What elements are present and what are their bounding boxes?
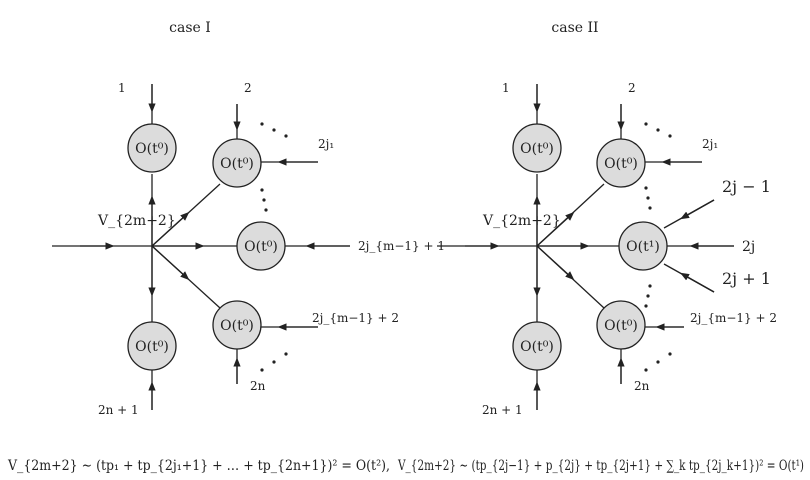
case-one-vertex-label: V_{2m+2}	[97, 213, 176, 229]
case-two-label-1: 1	[502, 81, 510, 95]
case-two-leg-2jp1-arrow	[680, 272, 715, 293]
case-one-dots-mid	[260, 188, 268, 212]
case-two-dots-mid	[644, 186, 652, 210]
case-one-node-bottom-label: O(t⁰)	[135, 339, 169, 355]
case-two-label-2jm1p2: 2j_{m−1} + 2	[690, 311, 777, 325]
case-one-dots-top	[260, 122, 288, 138]
case-two-title: case II	[551, 20, 598, 36]
case-one-lower-diag-arrow	[151, 245, 190, 281]
case-one-diagram: case I	[7, 20, 445, 474]
case-one-label-2: 2	[244, 81, 252, 95]
case-two-label-2j: 2j	[742, 239, 755, 255]
case-two-node-upper-right-label: O(t⁰)	[604, 156, 638, 172]
case-one-equation: V_{2m+2} ∼ (tp₁ + tp_{2j₁+1} + … + tp_{2…	[7, 458, 390, 474]
case-two-dots-bottom	[644, 352, 672, 372]
case-one-node-upper-right-label: O(t⁰)	[220, 156, 254, 172]
case-two-node-middle-right-label: O(t¹)	[626, 239, 660, 255]
case-one-label-2j1: 2j₁	[318, 137, 334, 151]
case-one-label-1: 1	[118, 81, 126, 95]
case-two-node-lower-right-label: O(t⁰)	[604, 318, 638, 334]
case-one-label-2n: 2n	[250, 379, 266, 393]
case-two-label-2np1: 2n + 1	[482, 403, 523, 417]
case-one-node-lower-right-label: O(t⁰)	[220, 318, 254, 334]
case-one-label-2jm1p1: 2j_{m−1} + 1	[358, 239, 445, 253]
case-two-label-2n: 2n	[634, 379, 650, 393]
case-two-vertex-label: V_{2m+2}	[482, 213, 561, 229]
case-two-node-upper-right	[596, 138, 646, 188]
case-two-lower-diag-arrow	[536, 245, 575, 281]
case-one-node-bottom	[127, 321, 177, 371]
case-two-node-lower-right	[596, 300, 646, 350]
case-two-diagram: case II	[397, 20, 804, 474]
case-two-label-2jm1: 2j − 1	[722, 177, 771, 196]
case-two-equation: V_{2m+2} ∼ (tp_{2j−1} + p_{2j} + tp_{2j+…	[397, 458, 804, 474]
case-two-dots-top	[644, 122, 672, 138]
case-one-label-2jm1p2: 2j_{m−1} + 2	[312, 311, 399, 325]
case-one-node-top	[127, 123, 177, 173]
case-two-upper-diag-arrow	[536, 211, 575, 247]
case-two-label-2jp1: 2j + 1	[722, 269, 771, 288]
case-two-node-bottom-label: O(t⁰)	[520, 339, 554, 355]
case-one-node-upper-right	[212, 138, 262, 188]
case-one-label-2np1: 2n + 1	[98, 403, 139, 417]
case-two-node-top-label: O(t⁰)	[520, 141, 554, 157]
case-one-node-lower-right	[212, 300, 262, 350]
case-two-node-top	[512, 123, 562, 173]
case-two-label-2: 2	[628, 81, 636, 95]
case-one-node-middle-right-label: O(t⁰)	[244, 239, 278, 255]
case-two-dots-lower	[644, 284, 652, 308]
case-one-node-middle-right	[236, 221, 286, 271]
case-one-dots-bottom	[260, 352, 288, 372]
case-two-leg-2jm1-arrow	[680, 199, 715, 220]
case-two-label-2j1: 2j₁	[702, 137, 718, 151]
case-one-node-top-label: O(t⁰)	[135, 141, 169, 157]
case-two-node-bottom	[512, 321, 562, 371]
case-two-node-middle-right	[618, 221, 668, 271]
case-one-upper-diag-arrow	[151, 211, 190, 247]
case-one-title: case I	[169, 20, 211, 36]
